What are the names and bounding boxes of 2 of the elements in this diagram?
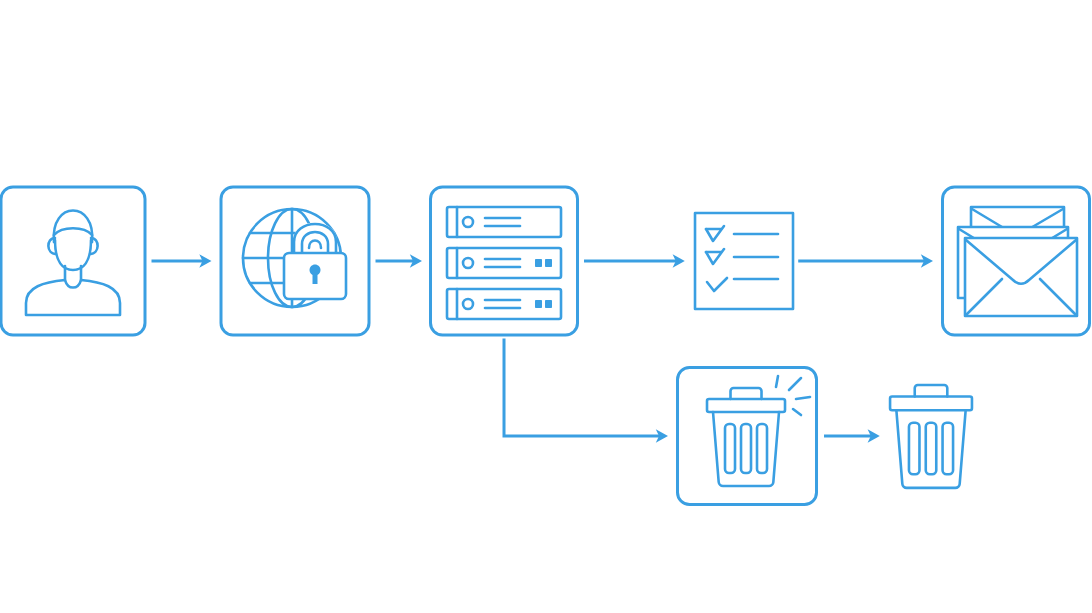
checklist-icon <box>693 211 795 311</box>
trash-icon <box>888 383 974 490</box>
